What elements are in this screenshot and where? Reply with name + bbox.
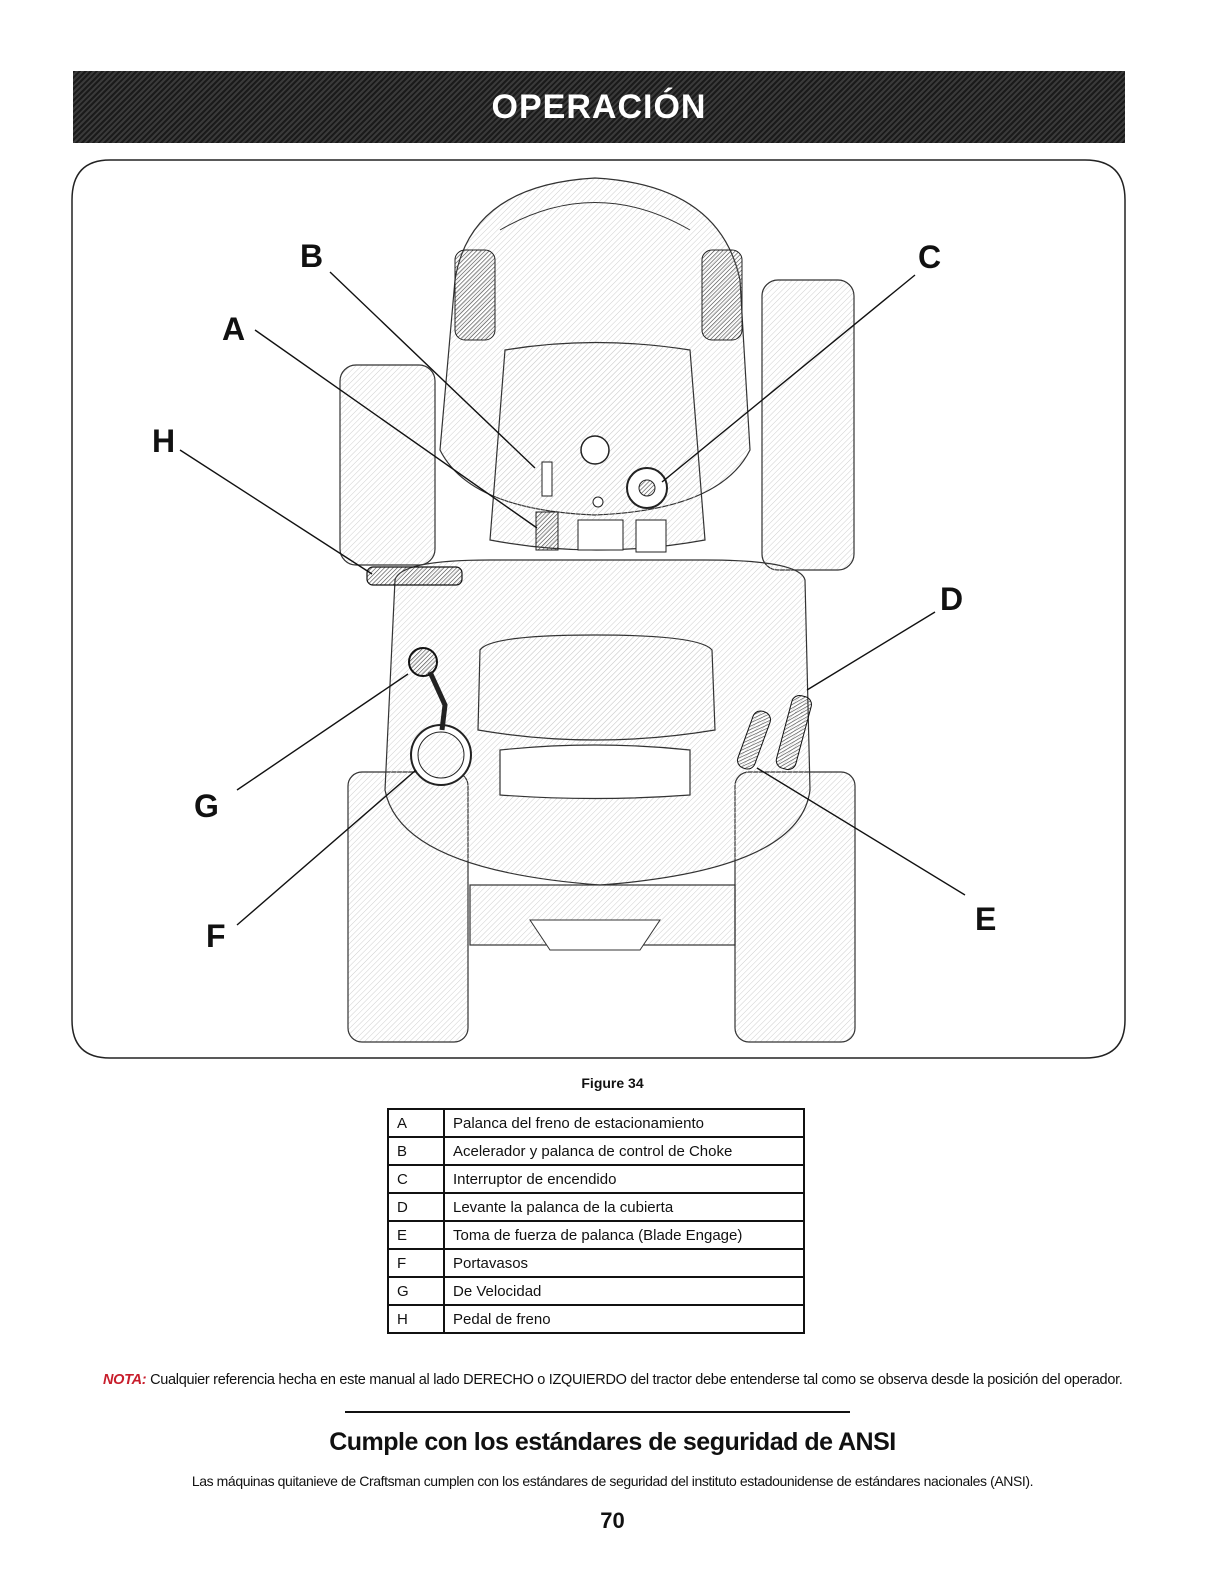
- callout-b: B: [300, 238, 323, 274]
- figure-caption: Figure 34: [581, 1075, 644, 1091]
- note-text: Cualquier referencia hecha en este manua…: [146, 1372, 1123, 1388]
- legend-key: C: [387, 1164, 445, 1194]
- legend-key: F: [387, 1248, 445, 1278]
- legend-label: Interruptor de encendido: [443, 1164, 805, 1194]
- legend-label: Palanca del freno de estacionamiento: [443, 1108, 805, 1138]
- legend-label: De Velocidad: [443, 1276, 805, 1306]
- note: NOTA: Cualquier referencia hecha en este…: [103, 1372, 1143, 1388]
- legend-key: G: [387, 1276, 445, 1306]
- legend-key: H: [387, 1304, 445, 1334]
- legend-key: E: [387, 1220, 445, 1250]
- right-front-tire: [761, 279, 855, 571]
- section-header-title: OPERACIÓN: [491, 87, 707, 126]
- throttle-lever: [541, 461, 553, 497]
- left-grille: [454, 249, 496, 341]
- section-header-bar: OPERACIÓN: [73, 71, 1125, 143]
- legend-label: Acelerador y palanca de control de Choke: [443, 1136, 805, 1166]
- parking-brake-lever: [535, 511, 559, 551]
- left-front-tire: [339, 364, 436, 566]
- note-label: NOTA:: [103, 1372, 147, 1388]
- legend-label: Pedal de freno: [443, 1304, 805, 1334]
- pto-lever: [737, 710, 771, 770]
- callout-c: C: [918, 239, 941, 275]
- right-grille: [701, 249, 743, 341]
- legend-label: Levante la palanca de la cubierta: [443, 1192, 805, 1222]
- section-divider: [345, 1411, 850, 1413]
- callout-f: F: [206, 918, 226, 954]
- callout-a: A: [222, 311, 245, 347]
- section-title: Cumple con los estándares de seguridad d…: [329, 1428, 896, 1456]
- seat: [477, 634, 716, 741]
- legend-key: A: [387, 1108, 445, 1138]
- legend-label: Toma de fuerza de palanca (Blade Engage): [443, 1220, 805, 1250]
- callout-e: E: [975, 901, 996, 937]
- section-body: Las máquinas quitanieve de Craftsman cum…: [191, 1473, 1034, 1489]
- page-number: 70: [600, 1508, 625, 1533]
- legend-label: Portavasos: [443, 1248, 805, 1278]
- legend-key: B: [387, 1136, 445, 1166]
- callout-g: G: [194, 788, 219, 824]
- speed-control-knob: [408, 647, 438, 677]
- brake-pedal: [366, 566, 463, 586]
- callout-h: H: [152, 423, 175, 459]
- legend-key: D: [387, 1192, 445, 1222]
- deck-lift-lever: [775, 694, 812, 770]
- callout-d: D: [940, 581, 963, 617]
- tractor-figure: A B C D E F G H: [0, 150, 1225, 1065]
